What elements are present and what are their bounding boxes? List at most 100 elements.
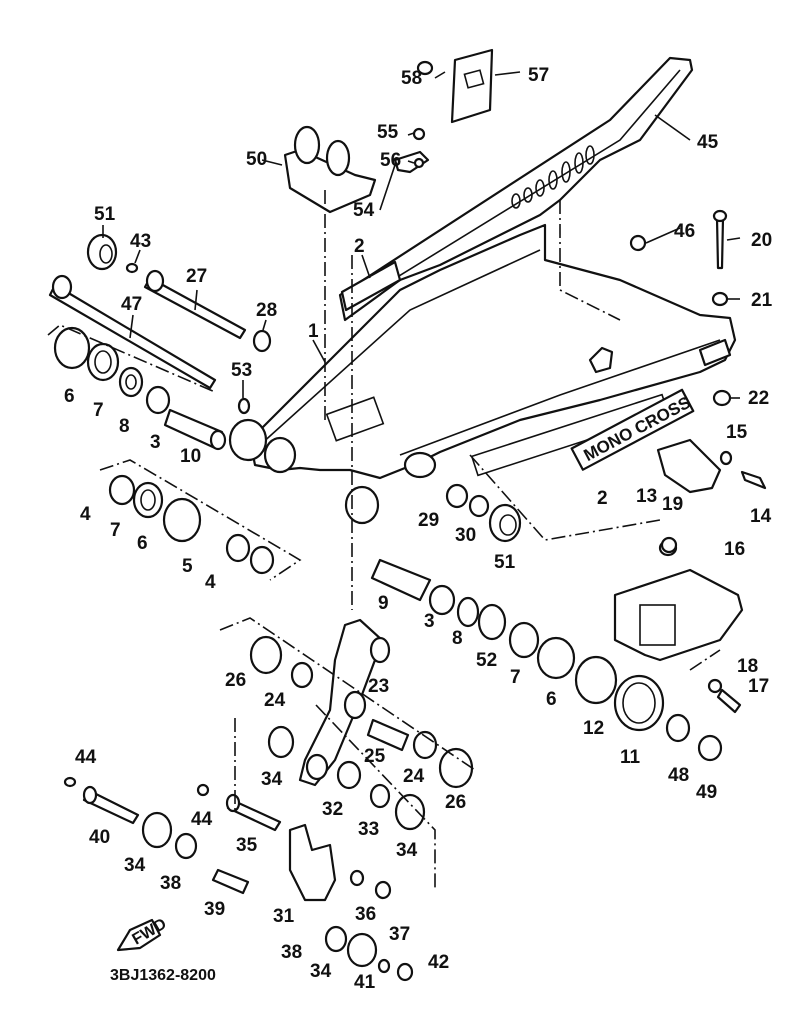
label-7c: 7 bbox=[510, 667, 521, 688]
label-24b: 24 bbox=[403, 766, 425, 787]
label-33: 33 bbox=[358, 819, 379, 840]
label-22: 22 bbox=[748, 388, 769, 409]
washer-28 bbox=[252, 329, 272, 353]
label-35: 35 bbox=[236, 835, 258, 856]
bushing-24a bbox=[290, 661, 314, 689]
label-15: 15 bbox=[726, 422, 748, 443]
bearing-5 bbox=[225, 533, 251, 563]
label-48: 48 bbox=[668, 765, 689, 786]
label-52: 52 bbox=[476, 650, 497, 671]
label-27: 27 bbox=[186, 266, 207, 287]
bushing-4b bbox=[249, 545, 275, 575]
swingarm-body bbox=[228, 223, 737, 525]
label-17: 17 bbox=[748, 676, 769, 697]
label-7a: 7 bbox=[93, 400, 104, 421]
collar-32 bbox=[336, 760, 362, 790]
label-5: 5 bbox=[182, 556, 193, 577]
seal-26b bbox=[438, 747, 474, 789]
seal-26a bbox=[249, 635, 283, 675]
label-56: 56 bbox=[380, 150, 401, 171]
nut-30 bbox=[468, 494, 490, 518]
label-45: 45 bbox=[697, 132, 719, 153]
mounting-block bbox=[283, 125, 377, 214]
label-50: 50 bbox=[246, 149, 267, 170]
nut-49 bbox=[697, 734, 723, 762]
bushing-38a bbox=[174, 832, 198, 860]
label-54: 54 bbox=[353, 200, 375, 221]
nut-37 bbox=[374, 880, 392, 900]
bolt-58 bbox=[416, 60, 434, 76]
label-34c: 34 bbox=[124, 855, 146, 876]
collar-39 bbox=[211, 868, 250, 895]
label-36: 36 bbox=[355, 904, 376, 925]
pivot-shaft bbox=[48, 274, 217, 390]
label-41: 41 bbox=[354, 972, 376, 993]
label-12: 12 bbox=[583, 718, 604, 739]
label-30: 30 bbox=[455, 525, 476, 546]
collar-33 bbox=[369, 783, 391, 809]
assembly-lines bbox=[47, 190, 721, 890]
label-51b: 51 bbox=[494, 552, 516, 573]
clip-53 bbox=[237, 397, 251, 415]
screw-55 bbox=[412, 127, 426, 141]
label-57: 57 bbox=[528, 65, 549, 86]
drawing-code: 3BJ1362-8200 bbox=[110, 967, 216, 984]
label-8a: 8 bbox=[119, 416, 130, 437]
label-11: 11 bbox=[620, 747, 641, 768]
ring-52 bbox=[477, 603, 507, 641]
label-7b: 7 bbox=[110, 520, 121, 541]
label-10: 10 bbox=[180, 446, 201, 467]
washer-19 bbox=[660, 536, 678, 554]
chain-case bbox=[338, 56, 694, 322]
label-8b: 8 bbox=[452, 628, 463, 649]
label-13: 13 bbox=[636, 486, 657, 507]
oil-seal-7c bbox=[508, 621, 540, 659]
nut-22 bbox=[712, 389, 732, 407]
seal-34c bbox=[141, 811, 173, 849]
seal-6c bbox=[536, 636, 576, 680]
label-43: 43 bbox=[130, 231, 151, 252]
label-34d: 34 bbox=[310, 961, 332, 982]
label-25: 25 bbox=[364, 746, 386, 767]
label-34a: 34 bbox=[261, 769, 283, 790]
washer-41 bbox=[377, 958, 391, 974]
label-32: 32 bbox=[322, 799, 343, 820]
label-39: 39 bbox=[204, 899, 225, 920]
seal-6b bbox=[162, 497, 202, 543]
nipple-43 bbox=[125, 262, 139, 274]
label-14: 14 bbox=[750, 506, 772, 527]
decal-strip bbox=[340, 260, 402, 312]
label-44b: 44 bbox=[191, 809, 213, 830]
label-1: 1 bbox=[308, 321, 319, 342]
label-46: 46 bbox=[674, 221, 695, 242]
washer-29 bbox=[445, 483, 469, 509]
label-37: 37 bbox=[389, 924, 410, 945]
collar-25 bbox=[366, 718, 410, 752]
label-40: 40 bbox=[89, 827, 110, 848]
washer-56 bbox=[413, 157, 425, 169]
seal-6a bbox=[53, 326, 91, 370]
collar-9 bbox=[370, 558, 432, 602]
label-19: 19 bbox=[662, 494, 683, 515]
label-3b: 3 bbox=[424, 611, 435, 632]
label-3a: 3 bbox=[150, 432, 161, 453]
label-38a: 38 bbox=[160, 873, 181, 894]
bushing-4a bbox=[108, 474, 136, 506]
washer-21 bbox=[711, 291, 729, 307]
label-44a: 44 bbox=[75, 747, 97, 768]
label-6c: 6 bbox=[546, 689, 557, 710]
bearing-3b bbox=[428, 584, 456, 616]
oil-seal-7b bbox=[132, 481, 164, 519]
label-24a: 24 bbox=[264, 690, 286, 711]
label-2a: 2 bbox=[354, 236, 365, 257]
label-58: 58 bbox=[401, 68, 422, 89]
ring-12 bbox=[574, 655, 618, 705]
label-51a: 51 bbox=[94, 204, 116, 225]
washer-8b bbox=[456, 596, 480, 628]
label-38b: 38 bbox=[281, 942, 302, 963]
bushing-24b bbox=[412, 730, 438, 760]
washer-48 bbox=[665, 713, 691, 743]
label-18: 18 bbox=[737, 656, 758, 677]
chain-case-vents bbox=[511, 145, 595, 209]
